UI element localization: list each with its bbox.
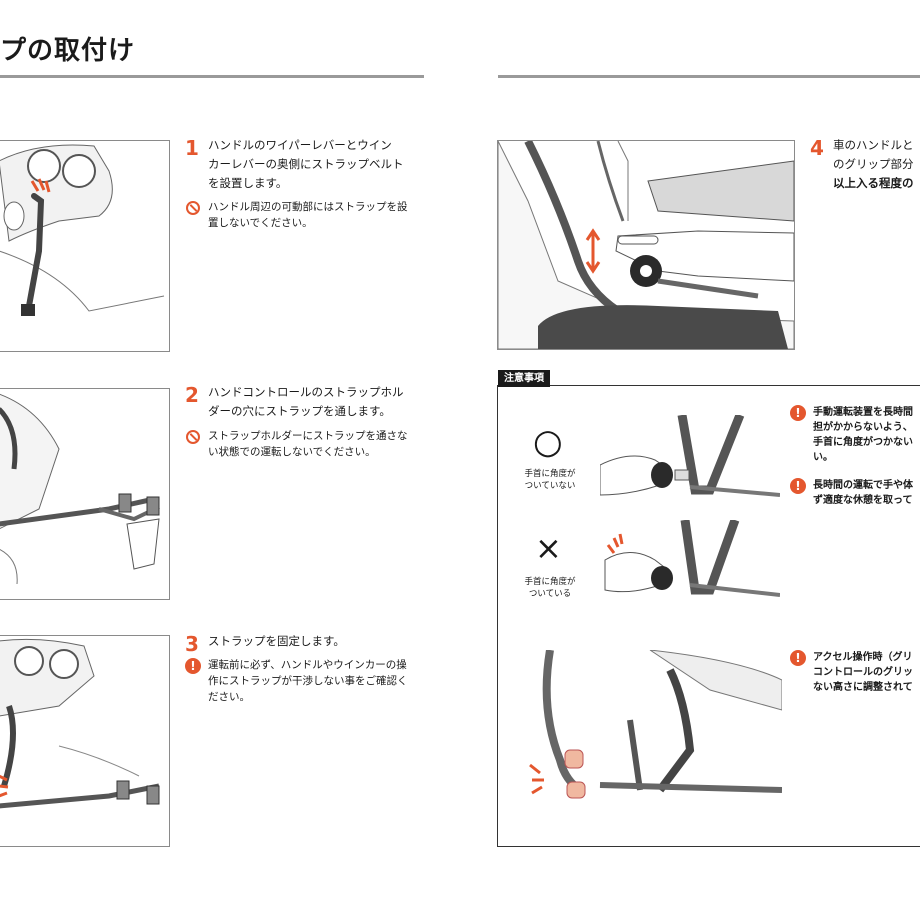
- step1-note-line2: 置しないでください。: [208, 215, 408, 231]
- page-title: プの取付け: [0, 30, 135, 67]
- accelerator-illustration: [520, 650, 782, 800]
- good-caption-line1: 手首に角度が: [512, 468, 588, 480]
- caution-note-2: 長時間の運転で手や体 ず適度な休憩を取って: [813, 478, 913, 508]
- step2-note: ストラップホルダーにストラップを通さな い状態での運転しないでください。: [208, 428, 408, 460]
- caution-note-1: 手動運転装置を長時間 担がかからないよう、 手首に角度がつかない い。: [813, 405, 913, 465]
- title-rule-left: [0, 75, 424, 78]
- bad-hand-illustration: [600, 520, 780, 610]
- step1-text-line3: を設置します。: [208, 174, 404, 193]
- step1-text-line2: カーレバーの奥側にストラップベルト: [208, 155, 404, 174]
- step1-note: ハンドル周辺の可動部にはストラップを設 置しないでください。: [208, 199, 408, 231]
- caution-note-2-line1: 長時間の運転で手や体: [813, 478, 913, 493]
- warning-icon: !: [790, 405, 806, 421]
- caution-note-1-line1: 手動運転装置を長時間: [813, 405, 913, 420]
- step3-number: 3: [185, 632, 199, 656]
- caution-tag: 注意事項: [498, 370, 550, 387]
- step2-text-line2: ダーの穴にストラップを通します。: [208, 402, 404, 421]
- good-hand-illustration: [600, 415, 780, 515]
- good-caption-line2: ついていない: [512, 480, 588, 492]
- bad-caption: 手首に角度が ついている: [512, 576, 588, 600]
- step2-note-line2: い状態での運転しないでください。: [208, 444, 408, 460]
- caution-note-1-line2: 担がかからないよう、: [813, 420, 913, 435]
- bad-symbol: ×: [535, 532, 562, 564]
- step4-text-line2: のグリップ部分: [833, 155, 914, 174]
- step3-text-line1: ストラップを固定します。: [208, 632, 345, 651]
- step3-note: 運転前に必ず、ハンドルやウインカーの操 作にストラップが干渉しない事をご確認く …: [208, 657, 408, 705]
- step4-number: 4: [810, 136, 824, 160]
- warning-icon: !: [790, 650, 806, 666]
- step4-text-line1: 車のハンドルと: [833, 136, 914, 155]
- caution-note-2-line2: ず適度な休憩を取って: [813, 493, 913, 508]
- prohibited-icon: [186, 201, 200, 215]
- step2-text: ハンドコントロールのストラップホル ダーの穴にストラップを通します。: [208, 383, 404, 421]
- step3-illustration: [0, 635, 170, 847]
- step4-illustration: [497, 140, 795, 350]
- good-caption: 手首に角度が ついていない: [512, 468, 588, 492]
- caution-note-3-line2: コントロールのグリッ: [813, 665, 913, 680]
- step3-text: ストラップを固定します。: [208, 632, 345, 651]
- step1-text: ハンドルのワイパーレバーとウイン カーレバーの奥側にストラップベルト を設置しま…: [208, 136, 404, 193]
- step4-text-line3: 以上入る程度の: [833, 174, 914, 193]
- step2-number: 2: [185, 383, 199, 407]
- step1-text-line1: ハンドルのワイパーレバーとウイン: [208, 136, 404, 155]
- step3-note-line2: 作にストラップが干渉しない事をご確認く: [208, 673, 408, 689]
- step1-note-line1: ハンドル周辺の可動部にはストラップを設: [208, 199, 408, 215]
- step2-note-line1: ストラップホルダーにストラップを通さな: [208, 428, 408, 444]
- bad-caption-line2: ついている: [512, 588, 588, 600]
- step4-text: 車のハンドルと のグリップ部分 以上入る程度の: [833, 136, 914, 193]
- caution-note-3-line3: ない高さに調整されて: [813, 680, 913, 695]
- step1-number: 1: [185, 136, 199, 160]
- warning-icon: !: [185, 658, 201, 674]
- step2-illustration: [0, 388, 170, 600]
- bad-caption-line1: 手首に角度が: [512, 576, 588, 588]
- step3-note-line1: 運転前に必ず、ハンドルやウインカーの操: [208, 657, 408, 673]
- caution-note-3-line1: アクセル操作時（グリ: [813, 650, 913, 665]
- caution-note-1-line4: い。: [813, 450, 913, 465]
- caution-note-3: アクセル操作時（グリ コントロールのグリッ ない高さに調整されて: [813, 650, 913, 695]
- good-symbol: ○: [533, 425, 563, 459]
- step2-text-line1: ハンドコントロールのストラップホル: [208, 383, 404, 402]
- prohibited-icon: [186, 430, 200, 444]
- caution-note-1-line3: 手首に角度がつかない: [813, 435, 913, 450]
- step3-note-line3: ださい。: [208, 689, 408, 705]
- warning-icon: !: [790, 478, 806, 494]
- title-rule-right: [498, 75, 920, 78]
- step1-illustration: [0, 140, 170, 352]
